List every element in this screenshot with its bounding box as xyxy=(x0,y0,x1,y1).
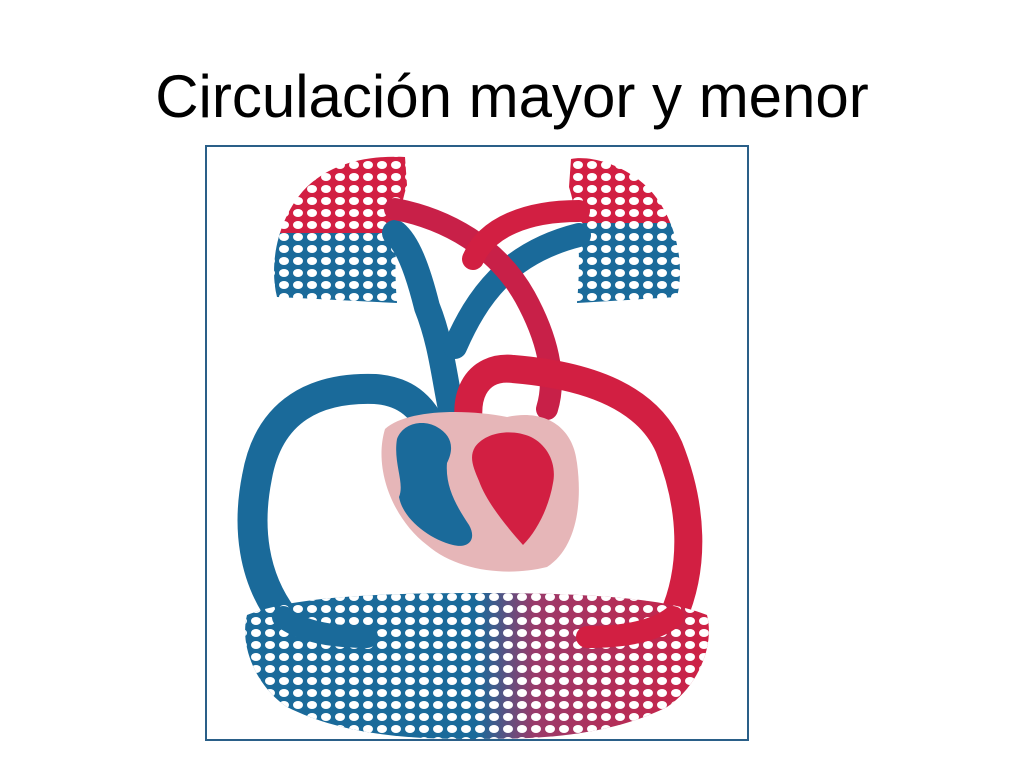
vena-cava xyxy=(237,373,450,632)
slide-title: Circulación mayor y menor xyxy=(155,63,869,130)
pulmonary-artery-right xyxy=(443,223,591,359)
left-heart-chambers xyxy=(472,432,554,545)
pulmonary-vein-right xyxy=(462,200,590,270)
pulmonary-artery-left xyxy=(382,220,468,440)
circulation-diagram xyxy=(237,156,709,739)
circulation-figure xyxy=(205,145,749,741)
right-heart-chambers xyxy=(396,423,473,546)
aorta xyxy=(454,354,703,631)
left-lung-capillaries xyxy=(274,156,407,304)
systemic-capillaries xyxy=(245,593,709,739)
